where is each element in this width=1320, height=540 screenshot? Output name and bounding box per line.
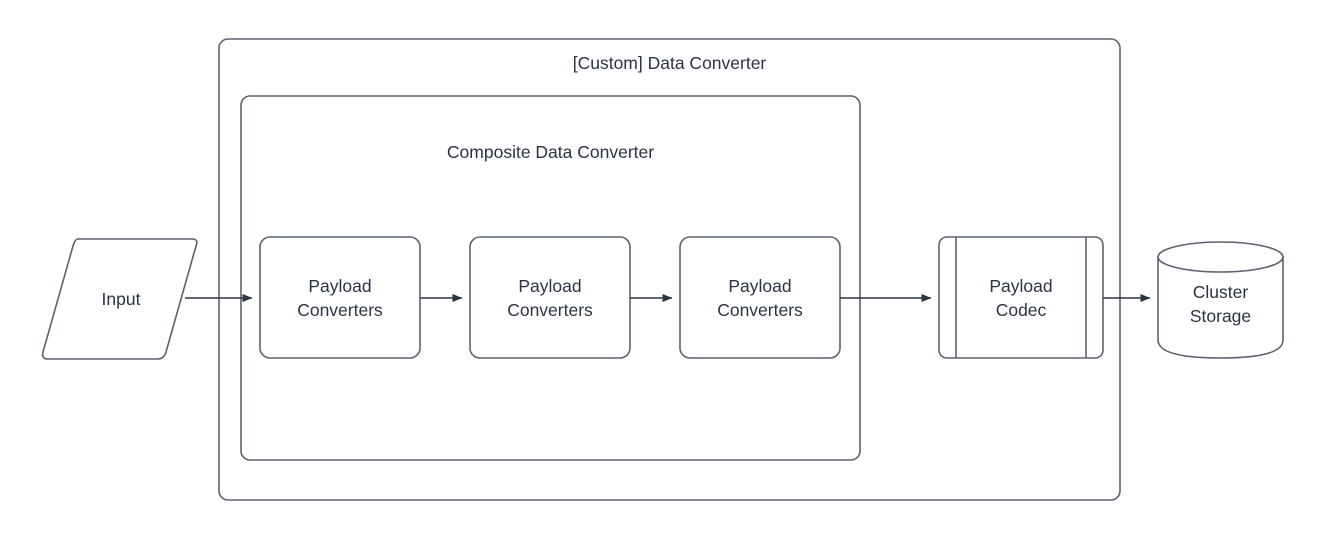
input-shape[interactable]	[41, 238, 198, 360]
inner-container-title: Composite Data Converter	[446, 142, 655, 162]
payload-converters-1-shape[interactable]	[259, 236, 421, 359]
payload-converters-3-shape[interactable]	[679, 236, 841, 359]
cluster-storage-shape[interactable]	[1157, 256, 1284, 359]
payload-converters-2-shape[interactable]	[469, 236, 631, 359]
payload-codec-shape[interactable]	[938, 236, 1104, 359]
outer-container-title: [Custom] Data Converter	[572, 53, 767, 73]
cluster-storage-top-ellipse	[1157, 241, 1284, 273]
